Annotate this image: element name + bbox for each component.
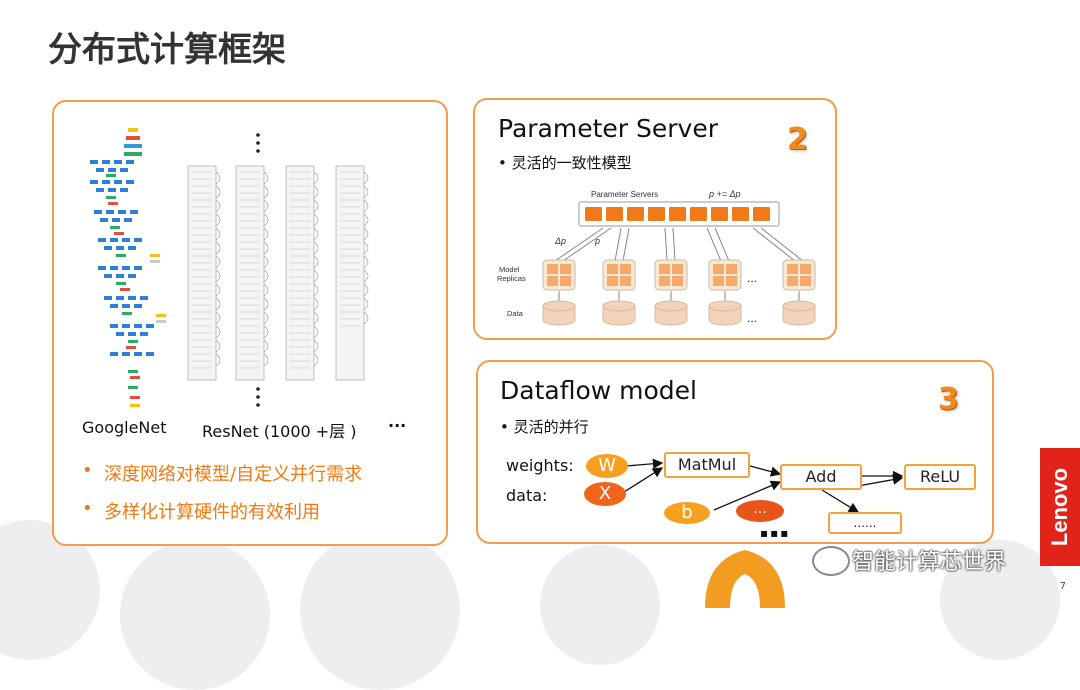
network-bullet: 多样化计算硬件的有效利用: [104, 502, 320, 523]
bullet-dot: •: [82, 498, 93, 519]
data-label: Data: [507, 309, 524, 318]
parameter-server-panel: Parameter Server 2 • 灵活的一致性模型: [473, 98, 837, 340]
network-panel: GoogleNet ResNet (1000 +层 ) ··· • 深度网络对模…: [52, 100, 448, 546]
brand-text: Lenovo: [1047, 467, 1072, 547]
matmul-node: MatMul: [664, 452, 750, 478]
panel-title: Dataflow model: [500, 376, 697, 405]
background-arc: [300, 530, 460, 690]
panel-title: Parameter Server: [498, 114, 718, 143]
vertical-dots-icon: [256, 387, 260, 407]
add-node: Add: [780, 464, 862, 490]
network-bullet: 深度网络对模型/自定义并行需求: [104, 464, 363, 485]
relu-node: ReLU: [904, 464, 976, 490]
ellipsis: ...: [747, 271, 757, 285]
panel-number: 2: [787, 122, 808, 157]
dots-node: ...: [736, 500, 784, 522]
data-label: data:: [506, 486, 548, 505]
extra-node: ......: [828, 512, 902, 534]
weights-label: weights:: [506, 456, 574, 475]
replicas-label: Model: [499, 265, 520, 274]
p-label: p: [594, 236, 600, 246]
panel-number: 3: [938, 382, 959, 417]
googlenet-caption: GoogleNet: [82, 418, 167, 437]
more-graph-marker: ▪▪▪: [760, 526, 791, 540]
ellipsis: ...: [747, 311, 757, 325]
background-arc: [120, 540, 270, 690]
orange-logo-shape: [705, 550, 785, 608]
resnet-diagram: [187, 165, 369, 381]
page-number: 7: [1059, 581, 1066, 592]
watermark-text: 智能计算芯世界: [852, 550, 1007, 575]
panel-bullet: • 灵活的一致性模型: [498, 154, 632, 172]
delta-label: Δp: [554, 236, 566, 246]
slide-title: 分布式计算框架: [48, 30, 286, 70]
bullet-dot: •: [82, 460, 93, 481]
servers-label: Parameter Servers: [591, 190, 658, 199]
dataflow-panel: Dataflow model 3 • 灵活的并行 weights: data: …: [476, 360, 994, 544]
more-caption: ···: [388, 416, 407, 435]
data-node: X: [584, 482, 626, 506]
wechat-icon: [812, 546, 850, 576]
replicas-label: Replicas: [497, 274, 526, 283]
bias-node: b: [664, 502, 710, 524]
parameter-server-diagram: Parameter Servers p += Δp Δp p Model Rep…: [497, 189, 816, 326]
vertical-dots-icon: [256, 133, 260, 153]
lenovo-logo: Lenovo: [1040, 448, 1080, 566]
panel-bullet: • 灵活的并行: [500, 418, 589, 436]
googlenet-diagram: [90, 128, 166, 407]
weights-node: W: [586, 454, 628, 478]
resnet-caption: ResNet (1000 +层 ): [202, 422, 357, 441]
background-arc: [540, 545, 660, 665]
dataflow-edges: [623, 458, 904, 513]
update-rule-label: p += Δp: [708, 189, 741, 199]
